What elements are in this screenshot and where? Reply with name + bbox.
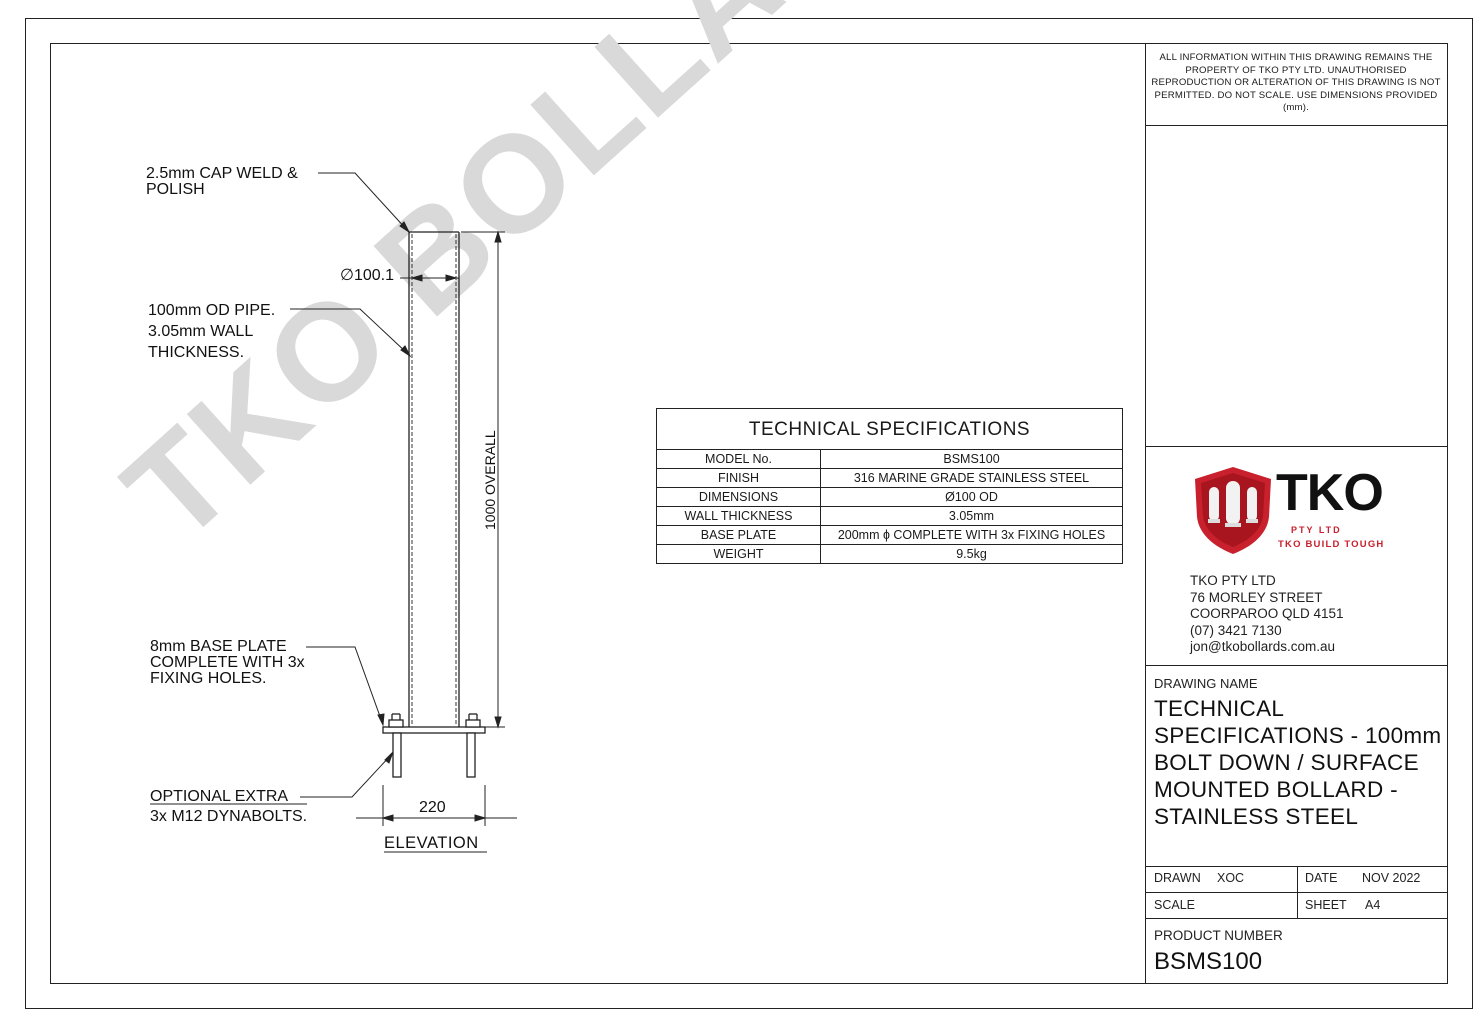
bollard-pipe bbox=[408, 231, 460, 727]
spec-row: MODEL No. BSMS100 bbox=[657, 450, 1122, 469]
shield-icon bbox=[1195, 467, 1271, 554]
spec-key: MODEL No. bbox=[657, 450, 821, 468]
title-block-rule bbox=[1297, 866, 1298, 918]
spec-table: TECHNICAL SPECIFICATIONS MODEL No. BSMS1… bbox=[656, 408, 1123, 564]
company-email: jon@tkobollards.com.au bbox=[1190, 639, 1336, 655]
diameter-dimension bbox=[400, 274, 459, 282]
disclaimer-text: ALL INFORMATION WITHIN THIS DRAWING REMA… bbox=[1151, 52, 1441, 114]
spec-row: BASE PLATE 200mm ɸ COMPLETE WITH 3x FIXI… bbox=[657, 526, 1122, 545]
date-value: NOV 2022 bbox=[1362, 871, 1421, 885]
base-width-dimension bbox=[356, 785, 517, 826]
logo-sub: PTY LTD bbox=[1291, 525, 1342, 535]
overall-height-dimension bbox=[461, 230, 505, 729]
date-label: DATE bbox=[1305, 871, 1338, 885]
pipe-note: 100mm OD PIPE. 3.05mm WALL THICKNESS. bbox=[148, 302, 276, 361]
drawn-label: DRAWN bbox=[1154, 871, 1201, 885]
spec-key: BASE PLATE bbox=[657, 526, 821, 544]
optional-extra-note: OPTIONAL EXTRA bbox=[150, 788, 289, 805]
drawing-name: TECHNICAL SPECIFICATIONS - 100mm BOLT DO… bbox=[1154, 696, 1442, 829]
spec-row: WALL THICKNESS 3.05mm bbox=[657, 507, 1122, 526]
base-plate bbox=[382, 713, 486, 734]
overall-height-label: 1000 OVERALL bbox=[482, 430, 498, 530]
spec-row: WEIGHT 9.5kg bbox=[657, 545, 1122, 563]
tko-logo: TKO PTY LTD TKO BUILD TOUGH bbox=[1193, 465, 1388, 555]
sheet-value: A4 bbox=[1365, 898, 1381, 912]
spec-key: WALL THICKNESS bbox=[657, 507, 821, 525]
view-label: ELEVATION bbox=[384, 834, 479, 852]
drawn-value: XOC bbox=[1217, 871, 1245, 885]
title-block-rule bbox=[1145, 892, 1448, 893]
cap-weld-note: 2.5mm CAP WELD & POLISH bbox=[146, 165, 298, 198]
dynabolts bbox=[392, 732, 476, 778]
scale-label: SCALE bbox=[1154, 898, 1195, 912]
outer-border bbox=[25, 18, 1473, 1009]
base-width-label: 220 bbox=[419, 799, 446, 816]
title-block-rule bbox=[1145, 665, 1448, 666]
title-block-rule bbox=[1145, 446, 1448, 447]
drawing-border bbox=[50, 43, 1448, 984]
dynabolts-note: 3x M12 DYNABOLTS. bbox=[150, 808, 308, 825]
company-suburb: COORPAROO QLD 4151 bbox=[1190, 606, 1344, 622]
product-number-label: PRODUCT NUMBER bbox=[1154, 928, 1283, 943]
spec-value: 316 MARINE GRADE STAINLESS STEEL bbox=[853, 471, 1090, 485]
spec-row: DIMENSIONS Ø100 OD bbox=[657, 488, 1122, 507]
spec-value: BSMS100 bbox=[943, 452, 1000, 466]
spec-key: WEIGHT bbox=[657, 545, 821, 563]
base-plate-note: 8mm BASE PLATE COMPLETE WITH 3x FIXING H… bbox=[150, 638, 305, 687]
company-details: TKO PTY LTD 76 MORLEY STREET COORPAROO Q… bbox=[1190, 573, 1344, 656]
company-phone: (07) 3421 7130 bbox=[1190, 622, 1282, 638]
spec-value: 3.05mm bbox=[948, 509, 995, 523]
title-block-rule bbox=[1145, 918, 1448, 919]
company-name: TKO PTY LTD bbox=[1190, 573, 1276, 588]
title-block-rule bbox=[1145, 125, 1448, 126]
logo-name: TKO bbox=[1276, 464, 1384, 522]
spec-row: FINISH 316 MARINE GRADE STAINLESS STEEL bbox=[657, 469, 1122, 488]
spec-value: 200mm ɸ COMPLETE WITH 3x FIXING HOLES bbox=[837, 528, 1106, 542]
logo-tagline: TKO BUILD TOUGH bbox=[1278, 539, 1385, 550]
title-block-rule bbox=[1145, 866, 1448, 867]
spec-key: DIMENSIONS bbox=[657, 488, 821, 506]
spec-key: FINISH bbox=[657, 469, 821, 487]
sheet-label: SHEET bbox=[1305, 898, 1347, 912]
spec-value: 9.5kg bbox=[956, 547, 987, 561]
title-block-divider bbox=[1145, 43, 1146, 984]
diameter-label: ∅100.1 bbox=[340, 267, 394, 284]
drawing-name-label: DRAWING NAME bbox=[1154, 676, 1258, 691]
leader-lines bbox=[290, 172, 412, 798]
spec-value: Ø100 OD bbox=[945, 490, 998, 504]
company-street: 76 MORLEY STREET bbox=[1190, 589, 1323, 605]
spec-table-title: TECHNICAL SPECIFICATIONS bbox=[657, 409, 1122, 450]
product-number: BSMS100 bbox=[1154, 948, 1263, 975]
